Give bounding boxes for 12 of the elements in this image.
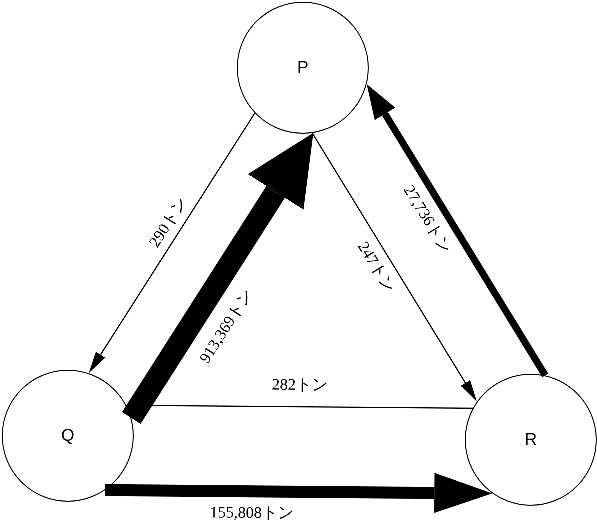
- node-label: P: [297, 58, 309, 78]
- edge-label: 282トン: [270, 376, 330, 395]
- node-label: Q: [61, 426, 75, 446]
- node-label: R: [524, 430, 538, 450]
- arrow: [122, 133, 314, 424]
- node-circle: [465, 374, 597, 506]
- arrow: [312, 133, 478, 402]
- arrow: [366, 84, 548, 378]
- node-circle: [2, 370, 134, 502]
- arrow: [105, 473, 493, 514]
- arrow: [88, 113, 256, 374]
- node-circle: [237, 2, 369, 134]
